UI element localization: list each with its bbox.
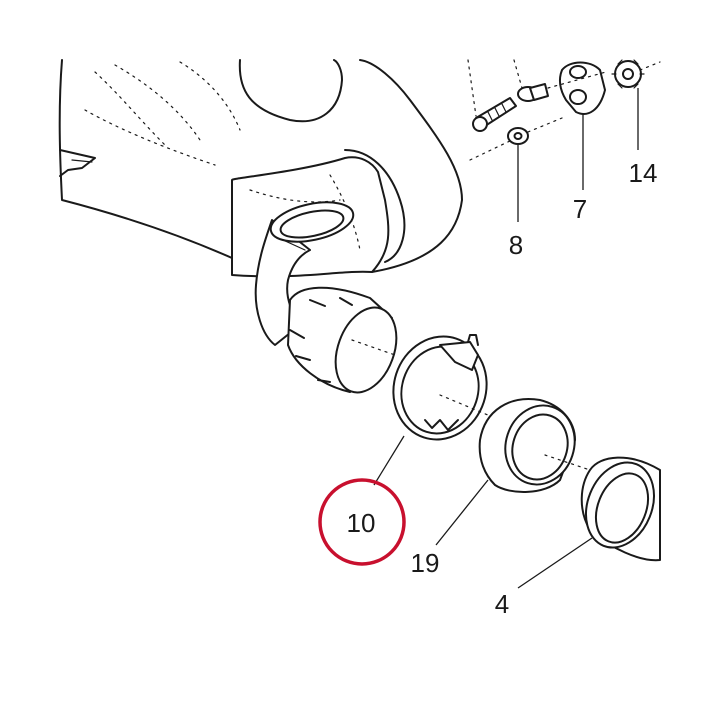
leader-lines — [373, 88, 639, 589]
part-label-4: 4 — [495, 589, 509, 619]
part-label-10: 10 — [347, 508, 376, 538]
part-clamp — [392, 334, 496, 441]
part-label-8: 8 — [509, 230, 523, 260]
hardware-group — [467, 59, 661, 161]
silencer-body — [58, 59, 463, 278]
part-label-14: 14 — [629, 158, 658, 188]
highlight-circle — [318, 478, 406, 566]
part-label-7: 7 — [573, 194, 587, 224]
part-pipe — [580, 456, 661, 562]
slotted-pipe-end — [287, 286, 398, 394]
outlet-pipe — [254, 201, 355, 346]
part-label-19: 19 — [411, 548, 440, 578]
part-bushing — [478, 398, 591, 493]
